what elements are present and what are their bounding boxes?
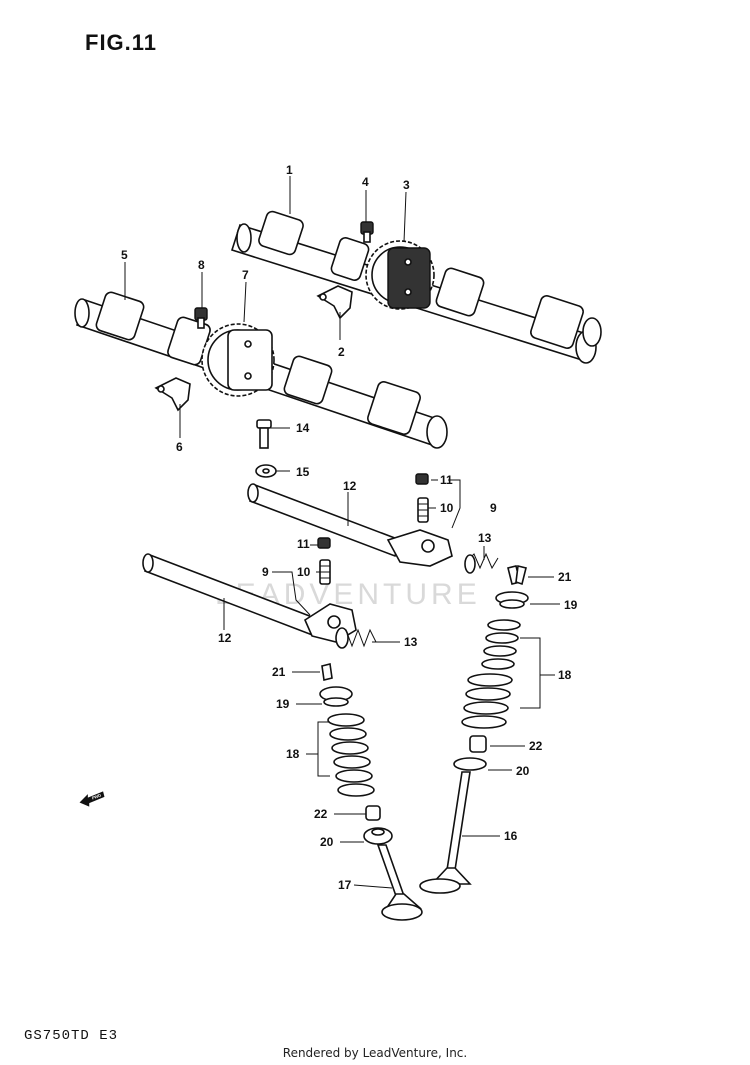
callout-22-right: 22 <box>529 739 543 753</box>
callout-9-upper: 9 <box>490 501 497 515</box>
credit-text: Rendered by LeadVenture, Inc. <box>282 1046 468 1060</box>
callout-12-lower: 12 <box>218 631 232 645</box>
intake-valve[interactable] <box>376 844 423 921</box>
valve-spring-right[interactable] <box>461 619 521 729</box>
rocker-shaft-bolt[interactable] <box>256 419 272 449</box>
callout-labels: 1 2 3 4 5 6 7 8 9 9 10 10 11 11 12 12 13… <box>121 163 578 892</box>
lock-nut-lower[interactable] <box>317 537 331 549</box>
lock-nut-upper[interactable] <box>415 473 429 485</box>
callout-7: 7 <box>242 268 249 282</box>
rocker-spring-lower[interactable] <box>335 627 377 649</box>
callout-10-upper: 10 <box>440 501 454 515</box>
callout-21-right: 21 <box>558 570 572 584</box>
rocker-arm-shaft-upper[interactable] <box>247 483 401 558</box>
callout-20-left: 20 <box>320 835 334 849</box>
callout-13-upper: 13 <box>478 531 492 545</box>
model-code: GS750TD E3 <box>24 1028 119 1044</box>
callout-15: 15 <box>296 465 310 479</box>
callout-11-lower: 11 <box>297 537 310 551</box>
callout-20-right: 20 <box>516 764 530 778</box>
callout-2: 2 <box>338 345 345 359</box>
valve-stem-seal-right[interactable] <box>469 735 487 753</box>
rocker-arm-upper[interactable] <box>386 529 453 567</box>
callout-11-upper: 11 <box>440 473 453 487</box>
callout-12-upper: 12 <box>343 479 357 493</box>
tappet-adjuster-upper[interactable] <box>417 497 429 523</box>
bracket-lower[interactable] <box>154 377 191 412</box>
forward-arrow-icon: FWD <box>79 791 105 807</box>
callout-8: 8 <box>198 258 205 272</box>
callout-17: 17 <box>338 878 352 892</box>
washer[interactable] <box>255 464 277 478</box>
figure-title: FIG.11 <box>85 30 158 55</box>
callout-16: 16 <box>504 829 518 843</box>
sprocket-bolt-upper[interactable] <box>360 221 374 243</box>
callout-22-left: 22 <box>314 807 328 821</box>
leader-lines <box>124 176 560 889</box>
spring-seat-right[interactable] <box>453 757 487 771</box>
valve-stem-seal-left[interactable] <box>365 805 381 821</box>
valve-cotter-right[interactable] <box>507 565 527 586</box>
callout-10-lower: 10 <box>297 565 311 579</box>
callout-5: 5 <box>121 248 128 262</box>
callout-18-left: 18 <box>286 747 300 761</box>
callout-21-left: 21 <box>272 665 286 679</box>
spring-retainer-left[interactable] <box>319 686 353 707</box>
rocker-spring-upper[interactable] <box>464 552 499 574</box>
callout-3: 3 <box>403 178 410 192</box>
rocker-arm-shaft-lower[interactable] <box>142 553 321 638</box>
cam-sprocket-lower[interactable] <box>201 323 275 397</box>
callout-19-right: 19 <box>564 598 578 612</box>
bracket-upper[interactable] <box>316 285 353 320</box>
sprocket-bolt-lower[interactable] <box>194 307 208 329</box>
fwd-label: FWD <box>91 793 102 801</box>
valve-cotter-left[interactable] <box>321 663 333 681</box>
callout-18-right: 18 <box>558 668 572 682</box>
spring-seat-left[interactable] <box>363 827 393 845</box>
callout-14: 14 <box>296 421 310 435</box>
spring-retainer-right[interactable] <box>495 591 529 609</box>
callout-13-lower: 13 <box>404 635 418 649</box>
cam-sprocket-upper[interactable] <box>365 240 435 310</box>
callout-4: 4 <box>362 175 369 189</box>
valve-spring-left[interactable] <box>327 713 375 797</box>
callout-19-left: 19 <box>276 697 290 711</box>
callout-1: 1 <box>286 163 293 177</box>
exhaust-valve[interactable] <box>419 771 472 894</box>
callout-9-lower: 9 <box>262 565 269 579</box>
callout-6: 6 <box>176 440 183 454</box>
